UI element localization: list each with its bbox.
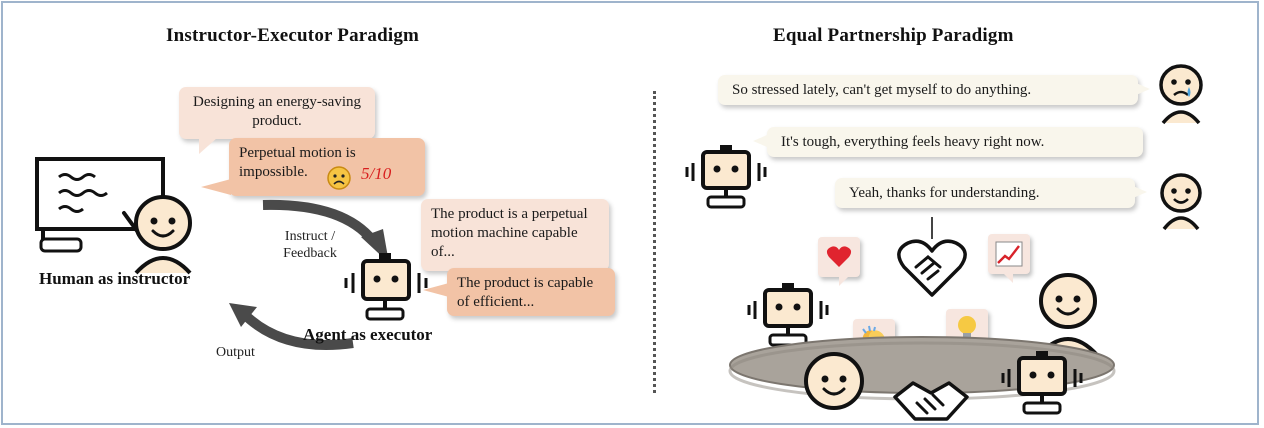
message-stressed-text: So stressed lately, can't get myself to … bbox=[732, 82, 1032, 98]
human-participant-icon bbox=[804, 352, 864, 410]
heart-icon bbox=[826, 246, 852, 267]
bubble-tail bbox=[753, 135, 767, 147]
panel-divider bbox=[653, 91, 656, 393]
handshake-icon bbox=[893, 381, 969, 421]
bubble-product-efficient-text: The product is capable of efficient... bbox=[457, 275, 594, 310]
bubble-tail bbox=[1136, 83, 1150, 95]
output-label: Output bbox=[216, 345, 255, 360]
message-thanks: Yeah, thanks for understanding. bbox=[835, 178, 1135, 208]
message-tough: It's tough, everything feels heavy right… bbox=[767, 127, 1143, 157]
bubble-tail bbox=[1133, 186, 1147, 198]
instruct-feedback-label: Instruct / Feedback bbox=[283, 229, 337, 261]
bubble-tail bbox=[201, 179, 231, 195]
robot-executor-icon bbox=[344, 253, 428, 321]
heart-tile bbox=[818, 237, 860, 277]
left-title: Instructor-Executor Paradigm bbox=[166, 25, 420, 46]
heart-handshake-icon bbox=[897, 239, 967, 297]
bubble-designing-text: Designing an energy-saving product. bbox=[192, 94, 362, 129]
score-mark: 5/10 bbox=[361, 164, 392, 183]
bubble-product-perpetual-text: The product is a perpetual motion machin… bbox=[431, 206, 588, 260]
bubble-product-efficient: The product is capable of efficient... bbox=[447, 268, 615, 316]
frowning-face-icon bbox=[327, 166, 351, 190]
connector-line bbox=[931, 217, 933, 239]
right-title: Equal Partnership Paradigm bbox=[773, 25, 1014, 46]
message-thanks-text: Yeah, thanks for understanding. bbox=[849, 185, 1040, 201]
sad-human-icon bbox=[1159, 64, 1203, 125]
bubble-tail bbox=[839, 276, 849, 286]
message-tough-text: It's tough, everything feels heavy right… bbox=[781, 134, 1045, 150]
bubble-designing: Designing an energy-saving product. bbox=[179, 87, 375, 139]
message-stressed: So stressed lately, can't get myself to … bbox=[718, 75, 1138, 105]
human-label: Human as instructor bbox=[39, 269, 191, 288]
bubble-tail bbox=[423, 283, 449, 297]
bubble-product-perpetual: The product is a perpetual motion machin… bbox=[421, 199, 609, 271]
robot-listener-icon bbox=[685, 145, 767, 209]
bubble-tail bbox=[199, 138, 217, 154]
agent-label: Agent as executor bbox=[303, 325, 433, 344]
bubble-perpetual: Perpetual motion is impossible. bbox=[229, 138, 425, 196]
whiteboard-icon bbox=[35, 157, 165, 253]
human-instructor-icon bbox=[122, 195, 192, 275]
robot-participant-icon bbox=[1001, 351, 1083, 415]
bubble-perpetual-text: Perpetual motion is impossible. bbox=[239, 145, 356, 180]
chart-tile bbox=[988, 234, 1030, 274]
chart-increasing-icon bbox=[995, 241, 1023, 267]
bubble-tail bbox=[1003, 273, 1013, 283]
happy-human-icon bbox=[1160, 173, 1202, 231]
